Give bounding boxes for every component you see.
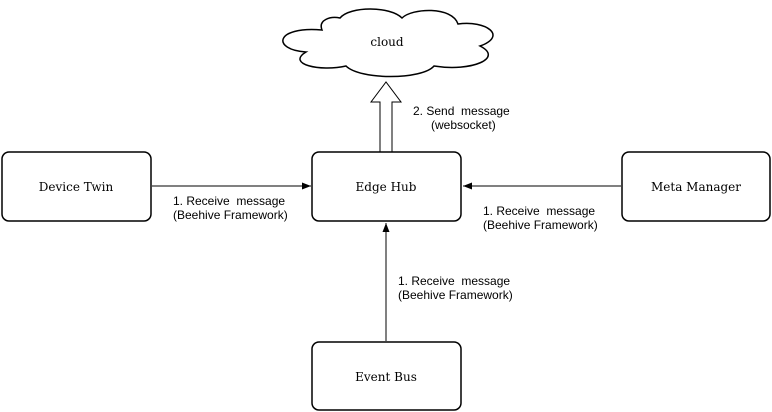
send-arrow [370,81,402,152]
cloud-node: cloud [282,8,494,78]
device-twin-node: Device Twin [1,151,152,222]
meta-manager-edge-line1: 1. Receive message [483,204,595,218]
send-message-label: 2. Send message (websocket) [413,104,510,132]
meta-manager-label: Meta Manager [651,180,741,194]
meta-manager-edge-label: 1. Receive message (Beehive Framework) [483,204,598,232]
event-bus-edge-line1: 1. Receive message [398,274,510,288]
event-bus-box [311,341,462,411]
event-bus-label: Event Bus [355,370,417,384]
device-twin-box [1,151,152,222]
device-twin-label: Device Twin [39,180,114,194]
edge-hub-box [311,151,462,222]
device-twin-edge-line2: (Beehive Framework) [173,208,288,222]
event-bus-edge-line2: (Beehive Framework) [398,288,513,302]
send-message-line2: (websocket) [431,118,496,132]
cloud-shape [282,8,494,78]
meta-manager-node: Meta Manager [621,151,771,222]
event-bus-edge-label: 1. Receive message (Beehive Framework) [398,274,513,302]
cloud-label: cloud [370,35,404,49]
edge-hub-label: Edge Hub [356,180,417,194]
device-twin-edge-label: 1. Receive message (Beehive Framework) [173,194,288,222]
send-message-line1: 2. Send message [413,104,510,118]
device-twin-edge-line1: 1. Receive message [173,194,285,208]
meta-manager-box [621,151,771,222]
event-bus-node: Event Bus [311,341,462,411]
edge-hub-node: Edge Hub [311,151,462,222]
meta-manager-edge-line2: (Beehive Framework) [483,218,598,232]
